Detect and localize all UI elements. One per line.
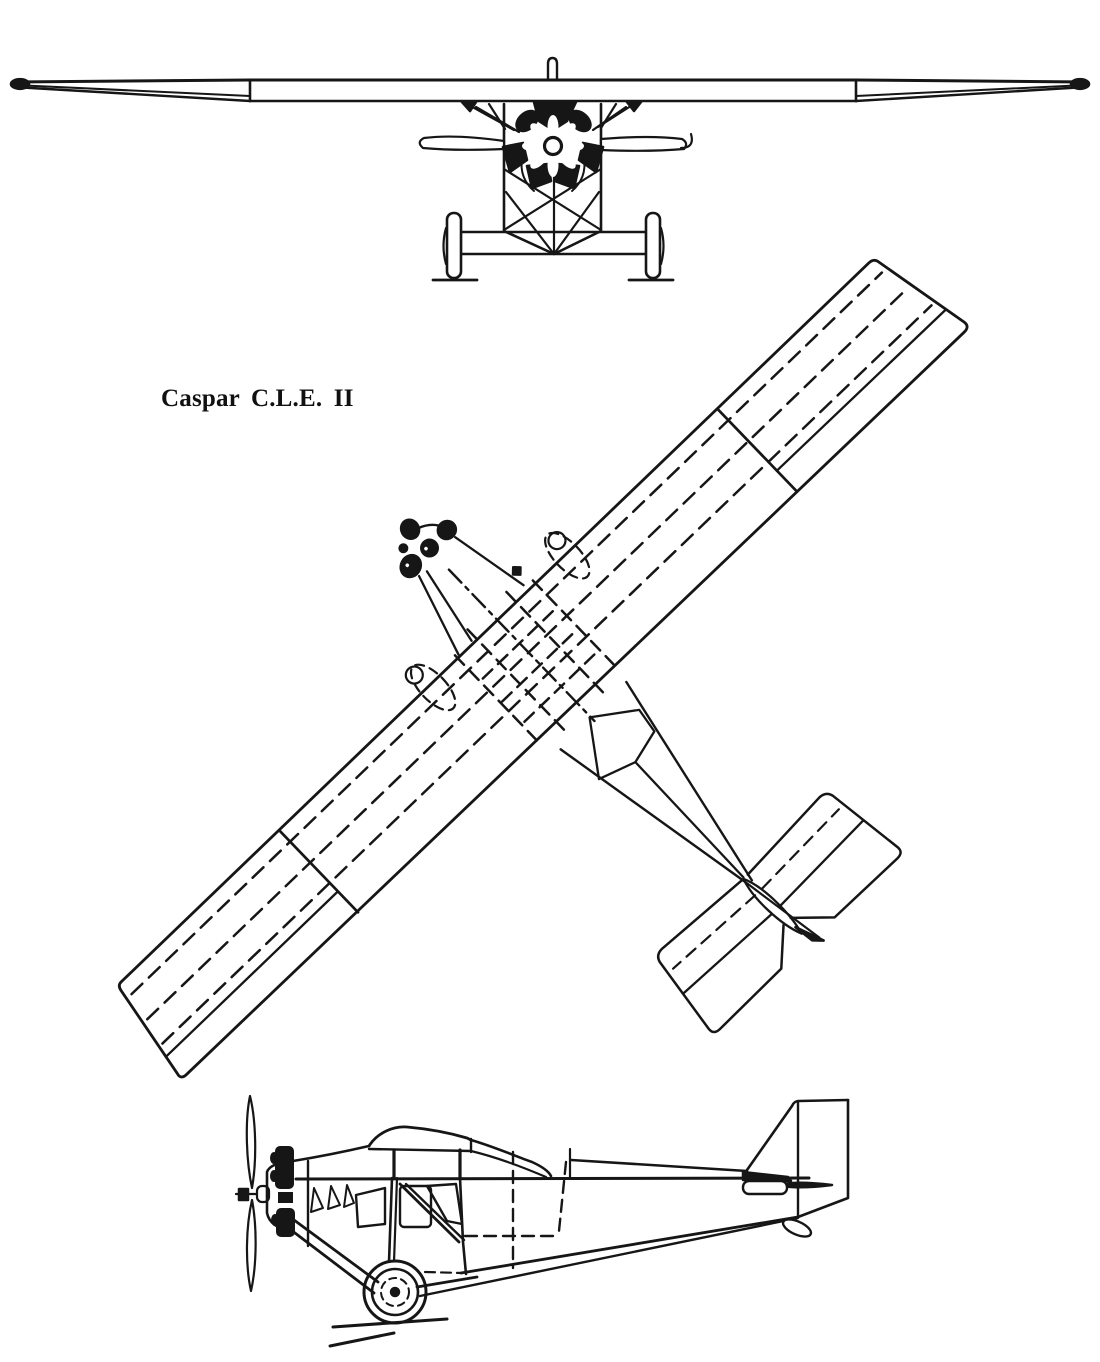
svg-text:Caspar C.L.E. II: Caspar C.L.E. II [161, 385, 354, 412]
